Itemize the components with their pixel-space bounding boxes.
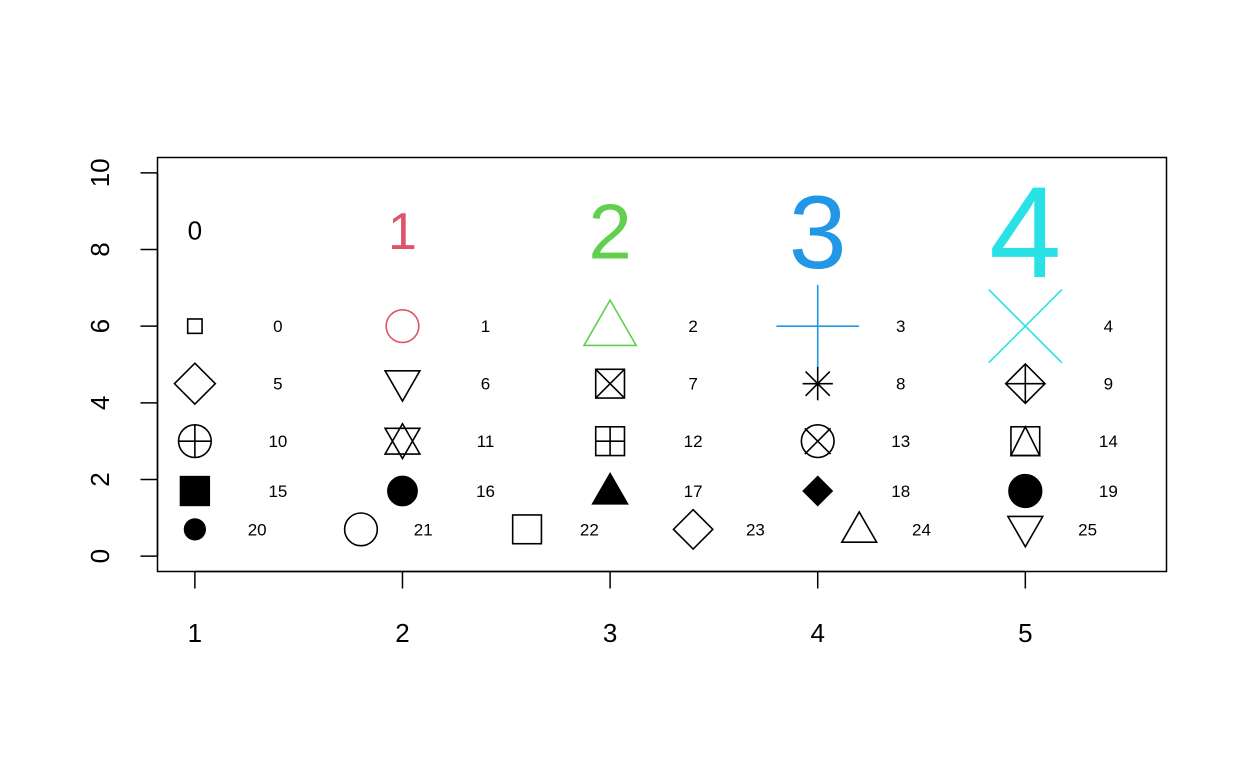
y-tick-label: 4 (85, 396, 115, 410)
pch-number-label: 6 (481, 375, 490, 394)
pch-15-symbol (179, 475, 211, 507)
pch-number-label: 21 (414, 520, 433, 539)
pch-number-label: 17 (684, 482, 703, 501)
pch-19-symbol (1008, 473, 1043, 509)
pch-3-symbol (776, 284, 859, 368)
pch-number-label: 7 (688, 375, 697, 394)
x-tick-label: 5 (1018, 618, 1032, 648)
pch-24-symbol (840, 510, 879, 543)
pch-10-symbol (177, 424, 213, 459)
big-number-label: 3 (789, 175, 847, 291)
pch-number-label: 4 (1104, 317, 1113, 336)
pch-number-label: 22 (580, 520, 599, 539)
pch-17-symbol (591, 471, 629, 505)
y-tick-label: 2 (85, 472, 115, 486)
pch-number-label: 13 (891, 432, 910, 451)
pch-25-symbol (1006, 515, 1045, 549)
pch-number-label: 15 (268, 482, 287, 501)
pch-5-symbol (173, 362, 217, 406)
pch-20-symbol (183, 518, 206, 541)
pch-0-symbol (186, 318, 203, 335)
y-tick-label: 10 (85, 158, 115, 187)
pch-number-label: 2 (688, 317, 697, 336)
pch-14-symbol (1009, 424, 1041, 457)
pch-number-label: 1 (481, 317, 490, 336)
pch-number-label: 10 (268, 432, 287, 451)
x-tick-label: 2 (395, 618, 409, 648)
pch-number-label: 12 (684, 432, 703, 451)
pch-1-symbol (385, 309, 420, 344)
pch-number-label: 8 (896, 375, 905, 394)
pch-number-label: 9 (1104, 375, 1113, 394)
pch-6-symbol (383, 370, 422, 403)
pch-2-symbol (582, 298, 638, 347)
pch-13-symbol (800, 424, 835, 459)
big-number-label: 2 (588, 187, 631, 275)
pch-21-symbol (343, 512, 379, 547)
pch-7-symbol (594, 368, 626, 399)
pch-number-label: 23 (746, 520, 765, 539)
x-tick-label: 1 (188, 618, 202, 648)
pch-number-label: 14 (1099, 432, 1118, 451)
big-number-label: 0 (188, 216, 202, 246)
pch-9-symbol (1004, 362, 1047, 405)
pch-number-label: 5 (273, 375, 282, 394)
pch-16-symbol (387, 475, 418, 507)
pch-number-label: 24 (912, 520, 931, 539)
big-number-label: 4 (989, 159, 1061, 305)
big-number-label: 1 (388, 203, 417, 261)
pch-18-symbol (802, 475, 834, 507)
x-tick-label: 3 (603, 618, 617, 648)
pch-number-label: 11 (477, 432, 495, 451)
pch-4-symbol (988, 289, 1063, 364)
pch-number-label: 19 (1099, 482, 1118, 501)
x-tick-label: 4 (810, 618, 824, 648)
pch-number-label: 0 (273, 317, 282, 336)
y-tick-label: 6 (85, 319, 115, 333)
y-tick-label: 8 (85, 242, 115, 256)
pch-number-label: 16 (476, 482, 495, 501)
pch-number-label: 18 (891, 482, 910, 501)
pch-number-label: 3 (896, 317, 905, 336)
pch-number-label: 20 (248, 520, 267, 539)
y-tick-label: 0 (85, 549, 115, 563)
pch-number-label: 25 (1078, 520, 1097, 539)
pch-12-symbol (594, 425, 626, 457)
pch-8-symbol (802, 367, 833, 401)
pch-23-symbol (672, 508, 714, 551)
pch-11-symbol (383, 422, 422, 461)
pch-22-symbol (511, 514, 543, 545)
